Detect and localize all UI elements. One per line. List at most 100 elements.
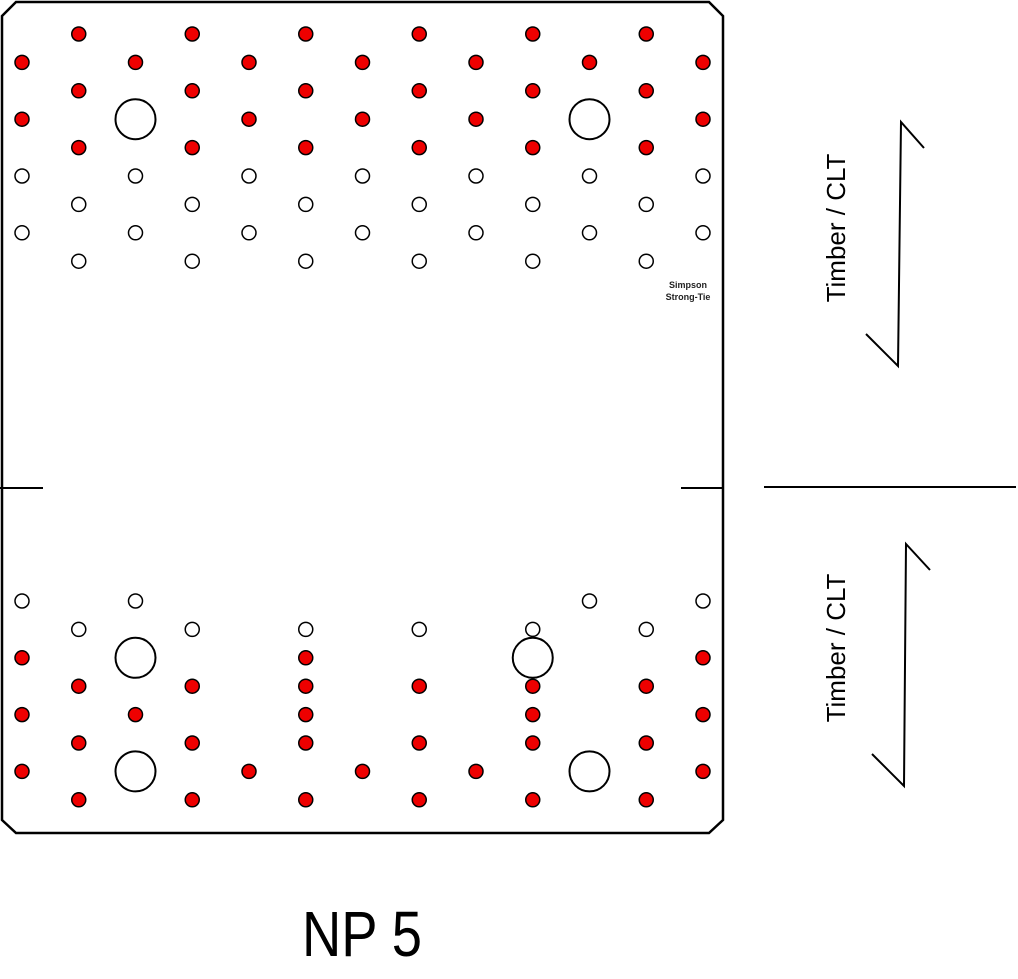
nail-hole-open [581, 168, 598, 184]
nail-hole-filled [354, 111, 371, 127]
nail-hole-filled [184, 792, 200, 808]
nail-hole-filled [71, 83, 87, 99]
nail-hole-filled [127, 706, 144, 723]
plate-outline [0, 0, 725, 835]
nail-hole-filled [411, 678, 427, 694]
nail-hole-open [298, 621, 314, 638]
nail-hole-open [581, 225, 598, 241]
nail-hole-filled [14, 54, 30, 71]
nail-hole-filled [468, 111, 484, 127]
nail-hole-filled [525, 83, 541, 99]
plate-title: NP 5 [302, 898, 422, 970]
nail-hole-filled [581, 54, 598, 71]
nail-hole-open [354, 168, 371, 184]
nail-hole-open [71, 196, 87, 213]
nail-hole-open [411, 621, 427, 638]
nail-hole-filled [354, 763, 371, 780]
timber-label-bottom: Timber / CLT [821, 573, 851, 722]
nail-hole-filled [298, 792, 314, 808]
nail-hole-open [695, 593, 711, 609]
nail-hole-filled [298, 706, 314, 723]
logo-line-1: Simpson [669, 280, 707, 290]
nail-hole-filled [525, 26, 541, 42]
nail-hole-filled [298, 83, 314, 99]
nail-hole-filled [525, 706, 541, 723]
nail-hole-filled [184, 26, 200, 42]
nail-hole-open [581, 593, 598, 609]
nail-hole-open [298, 253, 314, 269]
nail-hole-filled [241, 111, 257, 127]
nail-hole-filled [298, 139, 314, 156]
large-hole [568, 750, 611, 793]
nail-hole-filled [525, 678, 541, 694]
hole-pattern [14, 26, 711, 808]
large-hole [114, 636, 157, 679]
nail-hole-open [525, 253, 541, 269]
nail-hole-open [525, 621, 541, 638]
nail-hole-filled [127, 54, 144, 71]
nail-hole-filled [184, 735, 200, 751]
nail-hole-open [468, 225, 484, 241]
large-hole [511, 636, 554, 679]
nail-hole-open [127, 225, 144, 241]
nail-hole-open [638, 253, 654, 269]
nail-hole-filled [695, 706, 711, 723]
nail-hole-open [184, 196, 200, 213]
nail-hole-filled [525, 139, 541, 156]
nail-hole-filled [184, 83, 200, 99]
nail-hole-open [71, 621, 87, 638]
nail-hole-filled [354, 54, 371, 71]
nail-hole-filled [695, 763, 711, 780]
nail-hole-filled [695, 111, 711, 127]
nail-hole-open [184, 253, 200, 269]
nail-hole-open [127, 168, 144, 184]
nail-hole-open [14, 225, 30, 241]
nail-hole-filled [468, 763, 484, 780]
arrow-bottom-icon [871, 541, 931, 789]
nail-hole-filled [71, 678, 87, 694]
nail-hole-filled [298, 735, 314, 751]
nail-hole-open [695, 225, 711, 241]
nail-hole-open [468, 168, 484, 184]
nail-hole-filled [411, 139, 427, 156]
nail-hole-open [14, 593, 30, 609]
timber-label-top: Timber / CLT [821, 153, 851, 302]
arrow-top-icon [865, 119, 925, 369]
nail-hole-filled [638, 83, 654, 99]
nail-hole-open [241, 225, 257, 241]
nail-hole-open [525, 196, 541, 213]
nail-hole-filled [411, 26, 427, 42]
nail-hole-filled [695, 650, 711, 666]
large-hole [568, 98, 611, 141]
nail-hole-filled [525, 735, 541, 751]
nail-hole-open [298, 196, 314, 213]
nail-hole-filled [14, 111, 30, 127]
nail-hole-open [695, 168, 711, 184]
nail-hole-filled [638, 678, 654, 694]
nail-hole-open [354, 225, 371, 241]
nail-hole-open [184, 621, 200, 638]
nail-hole-filled [525, 792, 541, 808]
nail-hole-filled [298, 678, 314, 694]
nail-hole-filled [71, 792, 87, 808]
nail-hole-filled [298, 650, 314, 666]
nail-hole-filled [638, 735, 654, 751]
nail-hole-filled [298, 26, 314, 42]
nail-hole-filled [71, 735, 87, 751]
nail-hole-filled [241, 763, 257, 780]
nail-hole-filled [638, 139, 654, 156]
nail-hole-open [241, 168, 257, 184]
nail-hole-filled [71, 26, 87, 42]
nail-hole-filled [638, 792, 654, 808]
nail-hole-filled [14, 706, 30, 723]
nail-hole-open [71, 253, 87, 269]
nail-hole-open [638, 621, 654, 638]
large-hole [114, 98, 157, 141]
nail-hole-filled [241, 54, 257, 71]
nail-hole-open [127, 593, 144, 609]
nail-hole-open [14, 168, 30, 184]
nail-hole-filled [638, 26, 654, 42]
nail-hole-open [411, 196, 427, 213]
large-hole [114, 750, 157, 793]
nail-hole-filled [411, 83, 427, 99]
